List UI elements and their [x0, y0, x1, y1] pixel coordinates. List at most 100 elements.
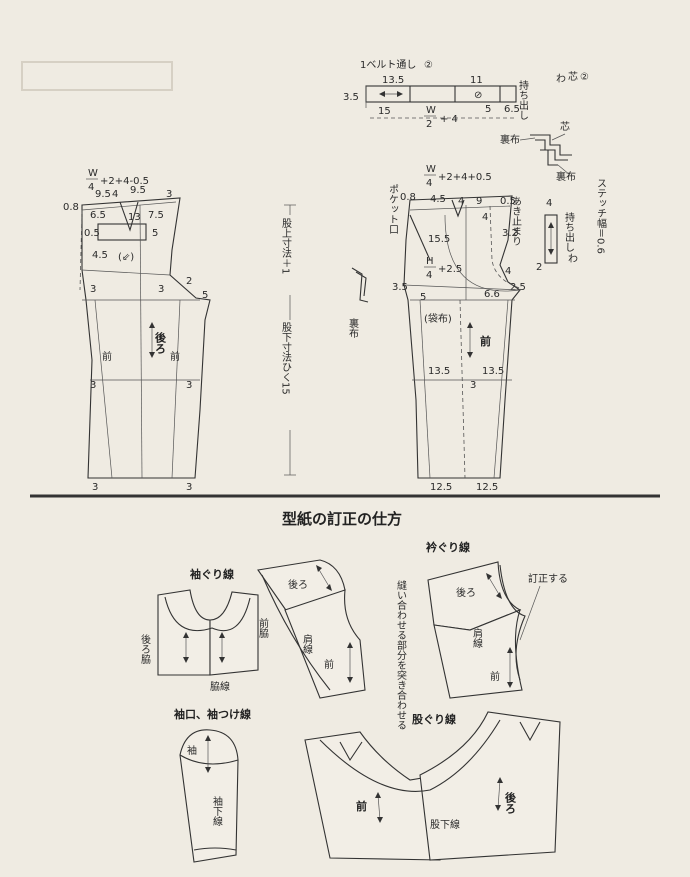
- back-dim-2: 2: [186, 276, 192, 287]
- shoulder-front-piece: [284, 589, 366, 699]
- front-dim-9: 9: [476, 196, 482, 207]
- front-dim-3: 3: [470, 380, 476, 391]
- belt-shin: 芯: [568, 70, 578, 83]
- back-dim-3a: 3: [166, 189, 172, 200]
- front-dim-3-5: 3.5: [392, 282, 408, 293]
- back-label-mae-1: 前: [102, 350, 112, 363]
- layer-urafu-1: 裏布: [500, 133, 520, 146]
- stitch-width-label: ステッチ幅＝0.6: [595, 178, 607, 254]
- front-w-rest: +2+4+0.5: [438, 172, 492, 183]
- front-pocket-bag-label: (袋布): [424, 312, 452, 325]
- belt-dim-5: 5: [485, 104, 491, 115]
- front-dim-5: 5: [420, 292, 426, 303]
- crotch-back-piece: [419, 711, 561, 861]
- back-w-den: 4: [88, 182, 94, 193]
- front-akidomari: あき止まり: [510, 196, 522, 246]
- belt-dim-6-5: 6.5: [504, 104, 520, 115]
- back-dim-5a: 5: [152, 228, 158, 239]
- crotch-back-label: 後ろ: [504, 791, 517, 815]
- armhole-title: 袖ぐり線: [190, 567, 234, 581]
- sleeve-label: 袖: [185, 744, 197, 756]
- neckline-shoulder-label: 肩線: [471, 627, 483, 648]
- belt-loop-count: ②: [424, 60, 433, 71]
- neckline-correction: 衿ぐり線 訂正する 縫い合わせる部分を突き合わせる 後ろ 肩線 前: [395, 540, 569, 730]
- belt-loop-label: 1ベルト通し: [360, 59, 416, 71]
- shoulder-front-label: 前: [324, 658, 334, 671]
- layer-urafu-2: 裏布: [556, 170, 576, 183]
- belt-dim-11: 11: [470, 75, 483, 86]
- front-dim-3-2: 3.2: [502, 228, 518, 239]
- front-h-den: 4: [426, 270, 432, 281]
- armhole-front-piece: [209, 591, 259, 676]
- sleeve-correction: 袖口、袖つけ線 袖 袖下線: [174, 707, 251, 863]
- back-dim-3c: 3: [158, 284, 164, 295]
- neckline-note: 縫い合わせる部分を突き合わせる: [395, 579, 407, 730]
- front-pant-outline: [403, 195, 521, 479]
- sleeve-title: 袖口、袖つけ線: [174, 707, 251, 721]
- belt-dim-13-5: 13.5: [382, 75, 404, 86]
- lining-piece: [351, 267, 369, 303]
- mochidashi-detail: 4 持ち出し わ 2 ステッチ幅＝0.6: [536, 178, 607, 273]
- front-dim-12-5b: 12.5: [476, 482, 498, 493]
- front-dim-15-5: 15.5: [428, 234, 450, 245]
- belt-w-plus: + 4: [440, 114, 458, 125]
- back-w-rest: +2+4-0.5: [100, 176, 149, 187]
- layer-shin: 芯: [560, 120, 570, 133]
- front-dim-4b: 4: [482, 212, 488, 223]
- armhole-front-side-label: 前脇: [257, 617, 269, 639]
- lining-label: 裏布: [347, 317, 359, 339]
- back-pocket-mark: (⇙): [118, 252, 134, 263]
- sleeve-underarm-label: 袖下線: [211, 795, 223, 826]
- front-dim-13-5a: 13.5: [428, 366, 450, 377]
- back-label-ushiro: 後ろ: [154, 331, 167, 355]
- back-dim-6-5: 6.5: [90, 210, 106, 221]
- front-pocket-opening: [409, 214, 431, 261]
- back-dim-3f: 3: [92, 482, 98, 493]
- crotch-rise-label: 股上寸法＋1: [280, 218, 292, 275]
- mochidashi-rect: [544, 214, 558, 264]
- front-h-rest: +2.5: [438, 264, 462, 275]
- back-dim-13: 13: [128, 212, 141, 223]
- back-dim-4-5: 4.5: [92, 250, 108, 261]
- stitch-wa: わ: [568, 253, 578, 265]
- crotch-correction: 股ぐり線 前 後ろ 股下線: [304, 711, 561, 861]
- front-w-den: 4: [426, 178, 432, 189]
- neckline-back-label: 後ろ: [456, 586, 476, 599]
- front-dim-4-5: 4.5: [430, 194, 446, 205]
- back-dim-3d: 3: [90, 380, 96, 391]
- back-dim-5b: 5: [202, 290, 208, 301]
- neckline-correct-label: 訂正する: [528, 572, 568, 585]
- front-dim-0-5: 0.5: [500, 196, 516, 207]
- back-dim-3g: 3: [186, 482, 192, 493]
- front-dart: [451, 199, 465, 218]
- section-title: 型紙の訂正の仕方: [282, 510, 402, 528]
- armhole-correction: 袖ぐり線 後ろ脇 脇線 前脇: [139, 567, 269, 693]
- armhole-back-side-label: 後ろ脇: [139, 633, 151, 665]
- belt-wa: わ: [556, 73, 566, 85]
- front-dim-12-5a: 12.5: [430, 482, 452, 493]
- front-dim-6-6: 6.6: [484, 289, 500, 300]
- belt-mochidashi: 持ち出し: [517, 79, 529, 120]
- shoulder-seam-label: 肩線: [301, 633, 313, 654]
- back-dim-9-5b: 9.5: [130, 185, 146, 196]
- shoulder-correction: 後ろ 肩線 前: [257, 559, 366, 699]
- stitch-dim-2: 2: [536, 262, 542, 273]
- neckline-front-label: 前: [490, 670, 500, 683]
- belt-dim-15: 15: [378, 106, 391, 117]
- back-dim-7-5: 7.5: [148, 210, 164, 221]
- back-dim-3b: 3: [90, 284, 96, 295]
- inseam-label: 股下寸法ひく15: [280, 322, 292, 395]
- back-pant-outline: [81, 197, 211, 479]
- shoulder-back-label: 後ろ: [288, 578, 308, 591]
- crotch-inseam-label: 股下線: [430, 818, 460, 831]
- neckline-title: 衿ぐり線: [426, 540, 470, 554]
- belt-shin-circle: ②: [580, 72, 589, 83]
- neckline-front-piece: [433, 609, 523, 699]
- crotch-front-label: 前: [356, 799, 367, 813]
- armhole-side-seam-label: 脇線: [210, 680, 230, 693]
- front-dim-13-5b: 13.5: [482, 366, 504, 377]
- front-pocket-label: ポケット口: [387, 184, 399, 234]
- belt-w: W: [426, 105, 436, 116]
